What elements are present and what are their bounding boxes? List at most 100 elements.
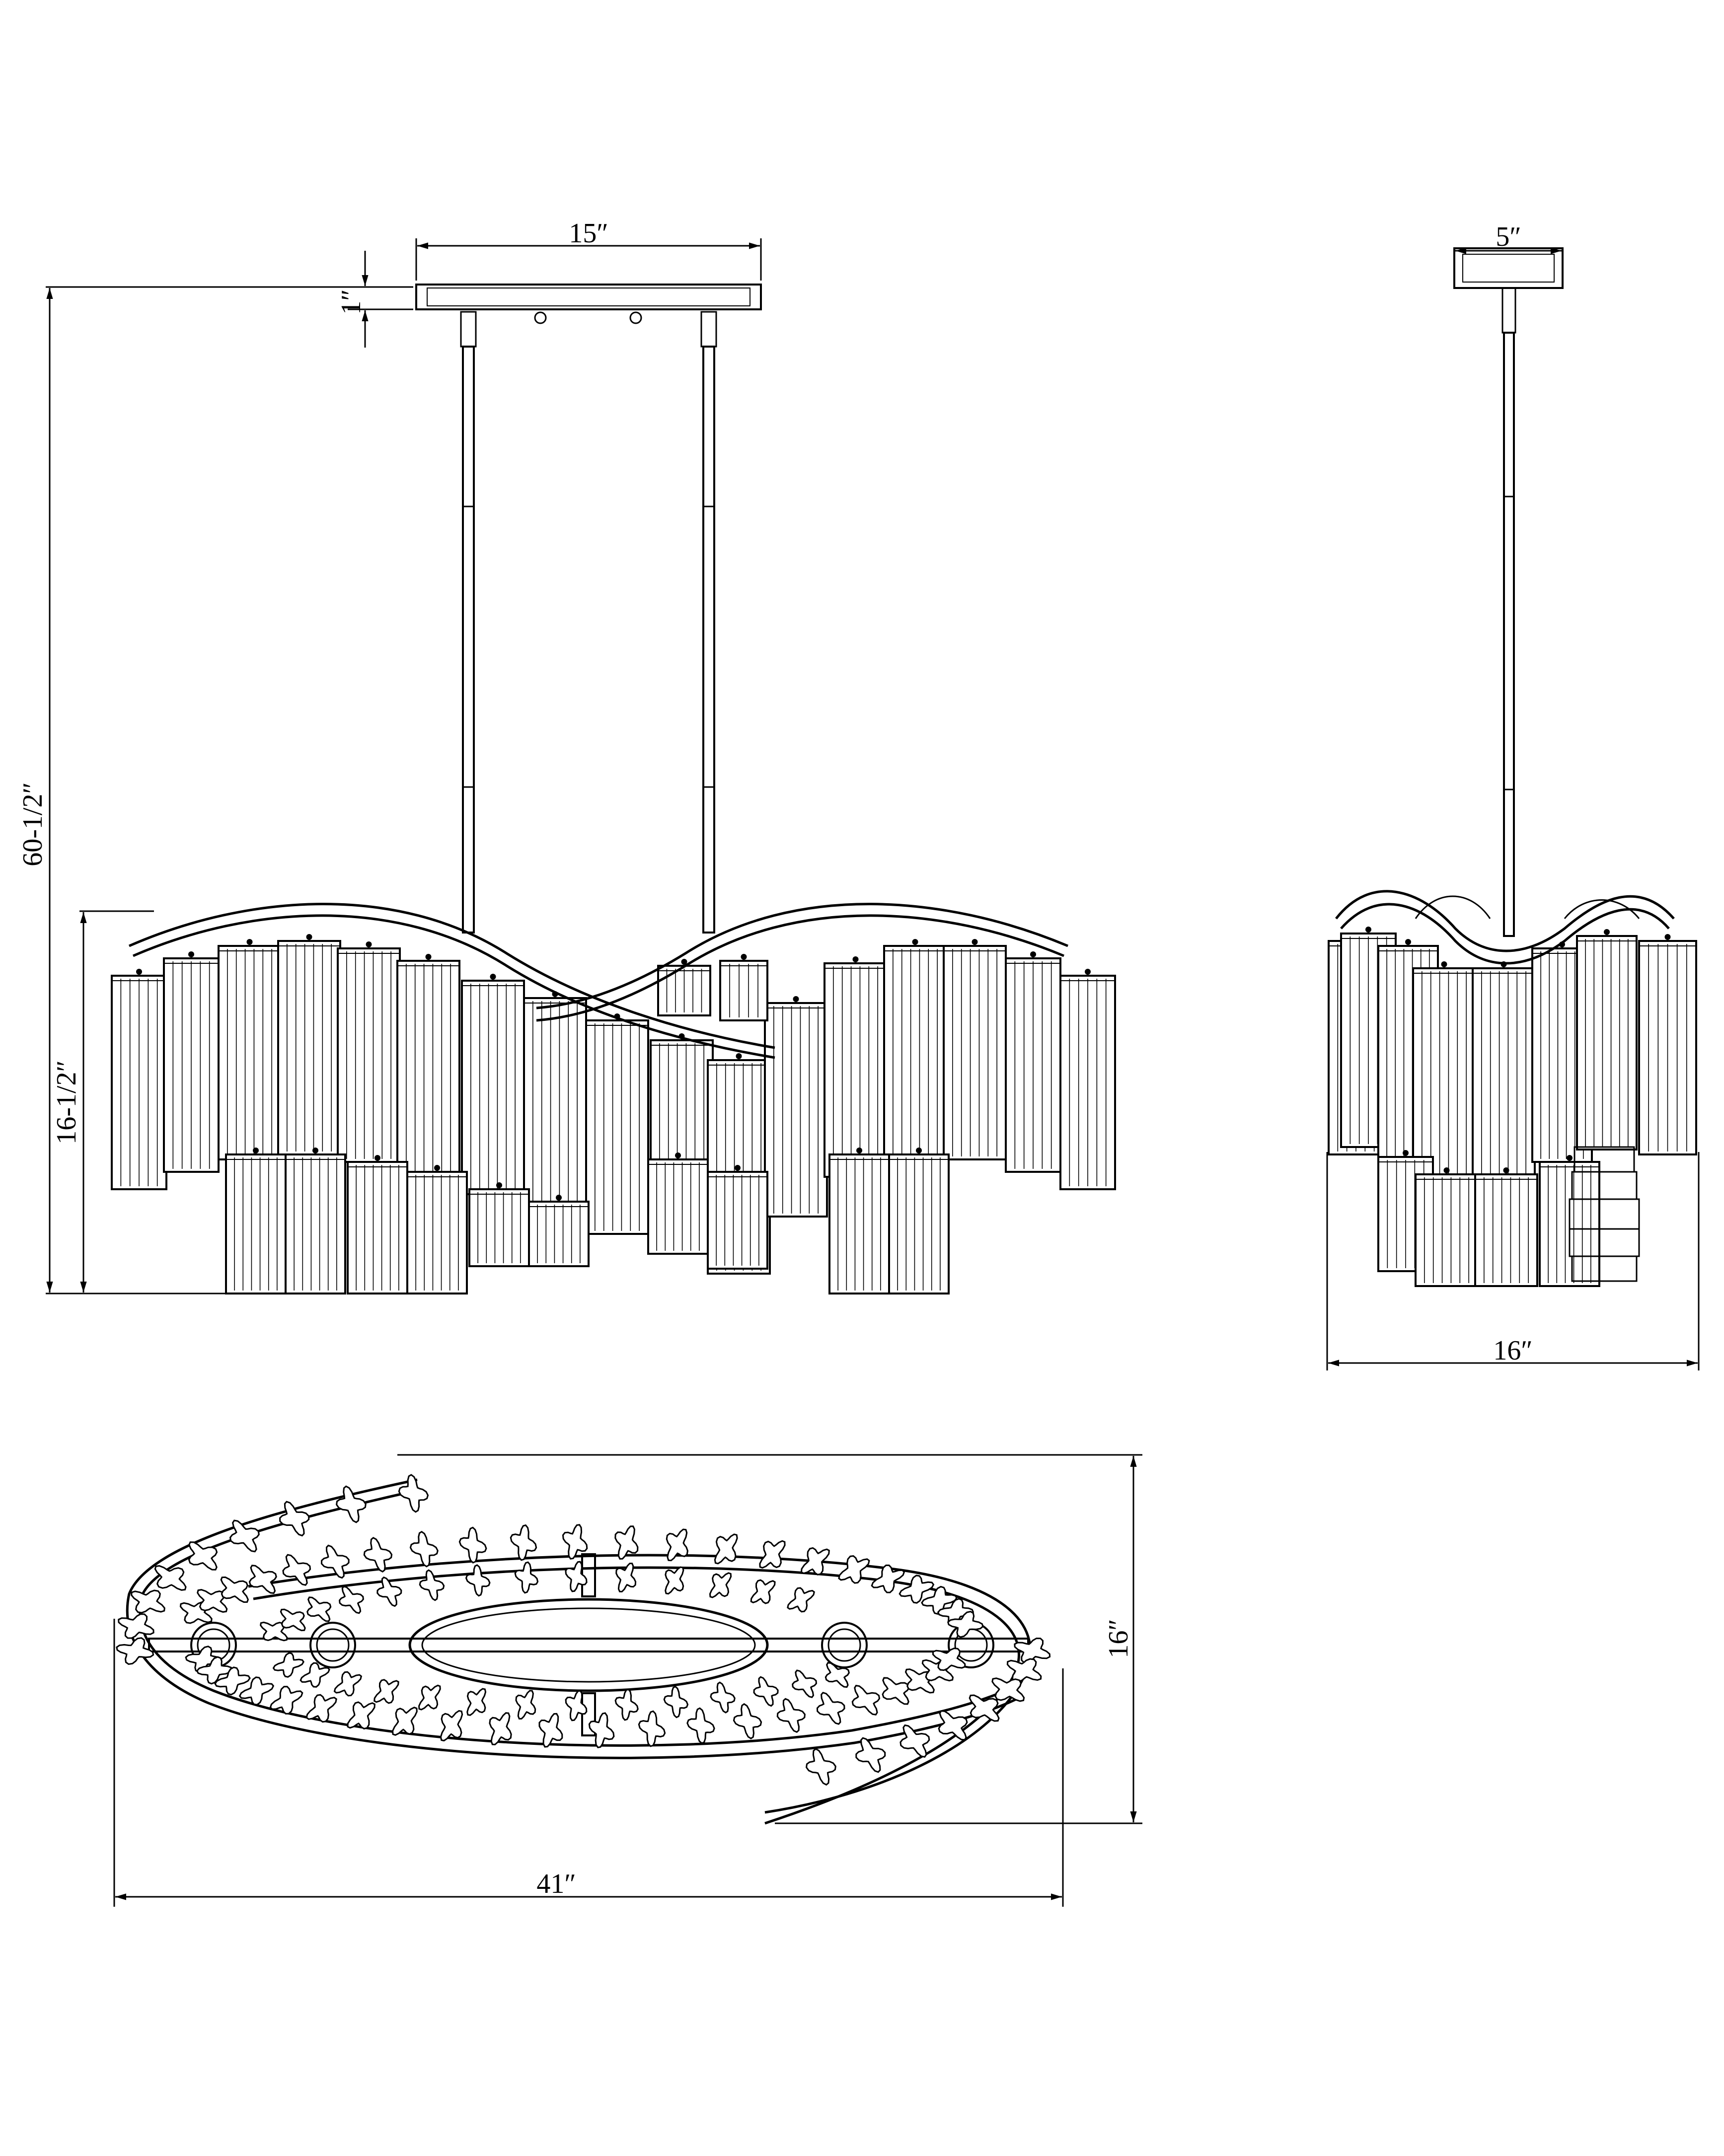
crystal-link: [347, 1701, 375, 1730]
side-canopy-width-label: 5″: [1496, 221, 1521, 252]
crystal-link: [419, 1569, 445, 1601]
crystal-link: [991, 1677, 1025, 1702]
crystal-tube: [218, 939, 282, 1160]
crystal-link: [282, 1554, 311, 1586]
crystal-link: [838, 1555, 870, 1584]
crystal-link: [458, 1526, 487, 1564]
crystal-link: [260, 1621, 288, 1642]
crystal-link: [614, 1525, 639, 1560]
crystal-link: [229, 1519, 260, 1553]
crystal-link: [1006, 1658, 1042, 1683]
crystal-link: [363, 1537, 393, 1573]
crystal-link: [776, 1698, 806, 1733]
crystal-link: [320, 1544, 350, 1579]
crystal-link: [279, 1501, 310, 1537]
crystal-link: [305, 1694, 337, 1723]
crystal-tube: [225, 1148, 287, 1294]
front-overall-height-label: 60-1/2″: [17, 782, 48, 866]
crystal-link: [398, 1474, 429, 1513]
crystal-tube: [277, 934, 341, 1155]
top-depth-label: 16″: [1103, 1619, 1134, 1658]
crystal-link: [899, 1575, 935, 1604]
crystal-link: [374, 1679, 399, 1704]
crystal-tube: [1576, 929, 1638, 1150]
crystal-link: [214, 1666, 251, 1696]
side-arms: [1335, 890, 1675, 965]
crystal-link: [937, 1598, 974, 1627]
crystal-tube: [461, 974, 525, 1195]
crystal-link: [154, 1565, 187, 1591]
crystal-link: [733, 1703, 762, 1739]
crystal-link: [339, 1585, 364, 1614]
crystal-link: [300, 1662, 330, 1688]
front-canopy-height-label: 1″: [336, 289, 367, 314]
crystal-link: [336, 1485, 367, 1523]
dim-front-overall-height: 60-1/2″: [17, 286, 413, 1294]
crystal-tube: [337, 941, 401, 1163]
side-crystal-stack: [1569, 1146, 1640, 1282]
crystal-tube: [828, 1148, 890, 1294]
crystal-tube: [406, 1165, 468, 1294]
side-view: 5″ 16″: [1326, 221, 1700, 1370]
dim-top-depth: 16″: [397, 1454, 1142, 1824]
dim-front-canopy-height: 1″: [336, 251, 413, 348]
crystal-link: [489, 1712, 512, 1745]
crystal-link: [825, 1662, 850, 1688]
dim-front-body-height: 16-1/2″: [51, 910, 154, 1293]
crystal-link: [787, 1587, 815, 1613]
crystal-tube: [1474, 1167, 1538, 1287]
crystal-link: [376, 1576, 402, 1607]
front-suspension-rods: [460, 311, 717, 934]
crystal-link: [538, 1713, 563, 1748]
crystal-link: [638, 1710, 666, 1747]
crystal-link: [686, 1707, 715, 1744]
crystal-tube: [943, 939, 1007, 1160]
front-body-height-label: 16-1/2″: [51, 1060, 82, 1145]
crystal-link: [465, 1564, 491, 1597]
crystal-link: [238, 1676, 275, 1706]
crystal-link: [938, 1710, 968, 1741]
crystal-link: [248, 1565, 277, 1594]
crystal-tube: [707, 1165, 768, 1270]
crystal-tube: [1472, 961, 1536, 1183]
crystal-link: [666, 1528, 688, 1562]
crystal-link: [759, 1540, 786, 1569]
crystal-link: [116, 1637, 154, 1665]
front-crystal-tubes: [111, 934, 1116, 1294]
crystal-tube: [883, 939, 947, 1160]
crystal-link: [792, 1669, 818, 1698]
crystal-link: [588, 1712, 615, 1748]
crystal-tube: [111, 969, 167, 1190]
crystal-tube: [396, 954, 460, 1175]
crystal-link: [753, 1676, 779, 1707]
crystal-tube: [585, 1013, 649, 1235]
crystal-link: [562, 1524, 588, 1560]
crystal-link: [220, 1576, 249, 1603]
crystal-link: [514, 1561, 539, 1594]
crystal-tube: [1638, 934, 1697, 1155]
crystal-tube: [888, 1148, 950, 1294]
crystal-link: [615, 1563, 637, 1592]
crystal-link: [333, 1671, 363, 1697]
side-body-width-label: 16″: [1493, 1335, 1532, 1366]
crystal-tube: [657, 959, 711, 1016]
crystal-tube: [1415, 1167, 1479, 1287]
crystal-link: [510, 1524, 537, 1561]
crystal-link: [565, 1690, 588, 1722]
crystal-link: [1014, 1637, 1051, 1663]
crystal-link: [131, 1589, 165, 1614]
crystal-link: [921, 1585, 958, 1615]
front-view: 15″ 1″ 60-1/2″ 16-1/2″: [17, 218, 1116, 1294]
crystal-tube: [1412, 961, 1476, 1183]
crystal-link: [272, 1652, 304, 1678]
dim-side-canopy-width: 5″: [1455, 221, 1562, 254]
crystal-link: [118, 1613, 154, 1639]
crystal-link: [899, 1724, 930, 1758]
crystal-link: [816, 1692, 845, 1725]
top-length-label: 41″: [536, 1869, 576, 1899]
crystal-tube: [824, 956, 888, 1178]
front-canopy-width-label: 15″: [569, 218, 608, 249]
crystal-link: [969, 1694, 1000, 1722]
crystal-link: [665, 1566, 684, 1595]
